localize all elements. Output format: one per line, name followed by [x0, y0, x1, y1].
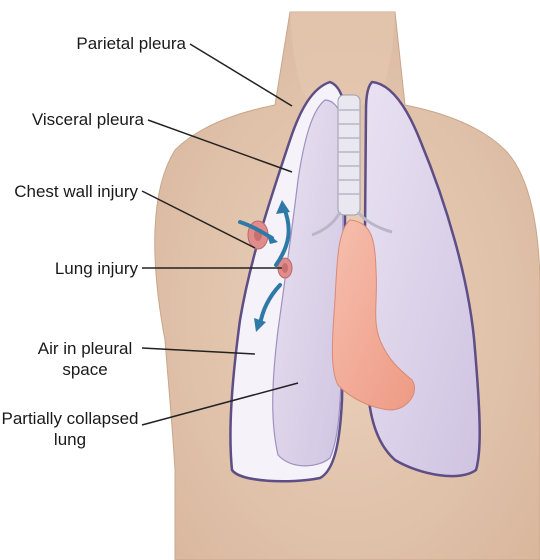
label-air-in-pleural-space: Air in pleural space	[30, 338, 140, 380]
label-air-in-pleural-space-line2: space	[30, 359, 140, 380]
label-lung-injury: Lung injury	[20, 258, 138, 279]
label-parietal-pleura: Parietal pleura	[60, 33, 186, 54]
label-air-in-pleural-space-line1: Air in pleural	[30, 338, 140, 359]
label-visceral-pleura: Visceral pleura	[20, 109, 144, 130]
leader-parietal-pleura	[190, 44, 292, 106]
label-partially-collapsed-lung-line2: lung	[0, 429, 140, 450]
label-chest-wall-injury: Chest wall injury	[0, 181, 138, 202]
label-partially-collapsed-lung: Partially collapsed lung	[0, 408, 140, 450]
label-partially-collapsed-lung-line1: Partially collapsed	[0, 408, 140, 429]
